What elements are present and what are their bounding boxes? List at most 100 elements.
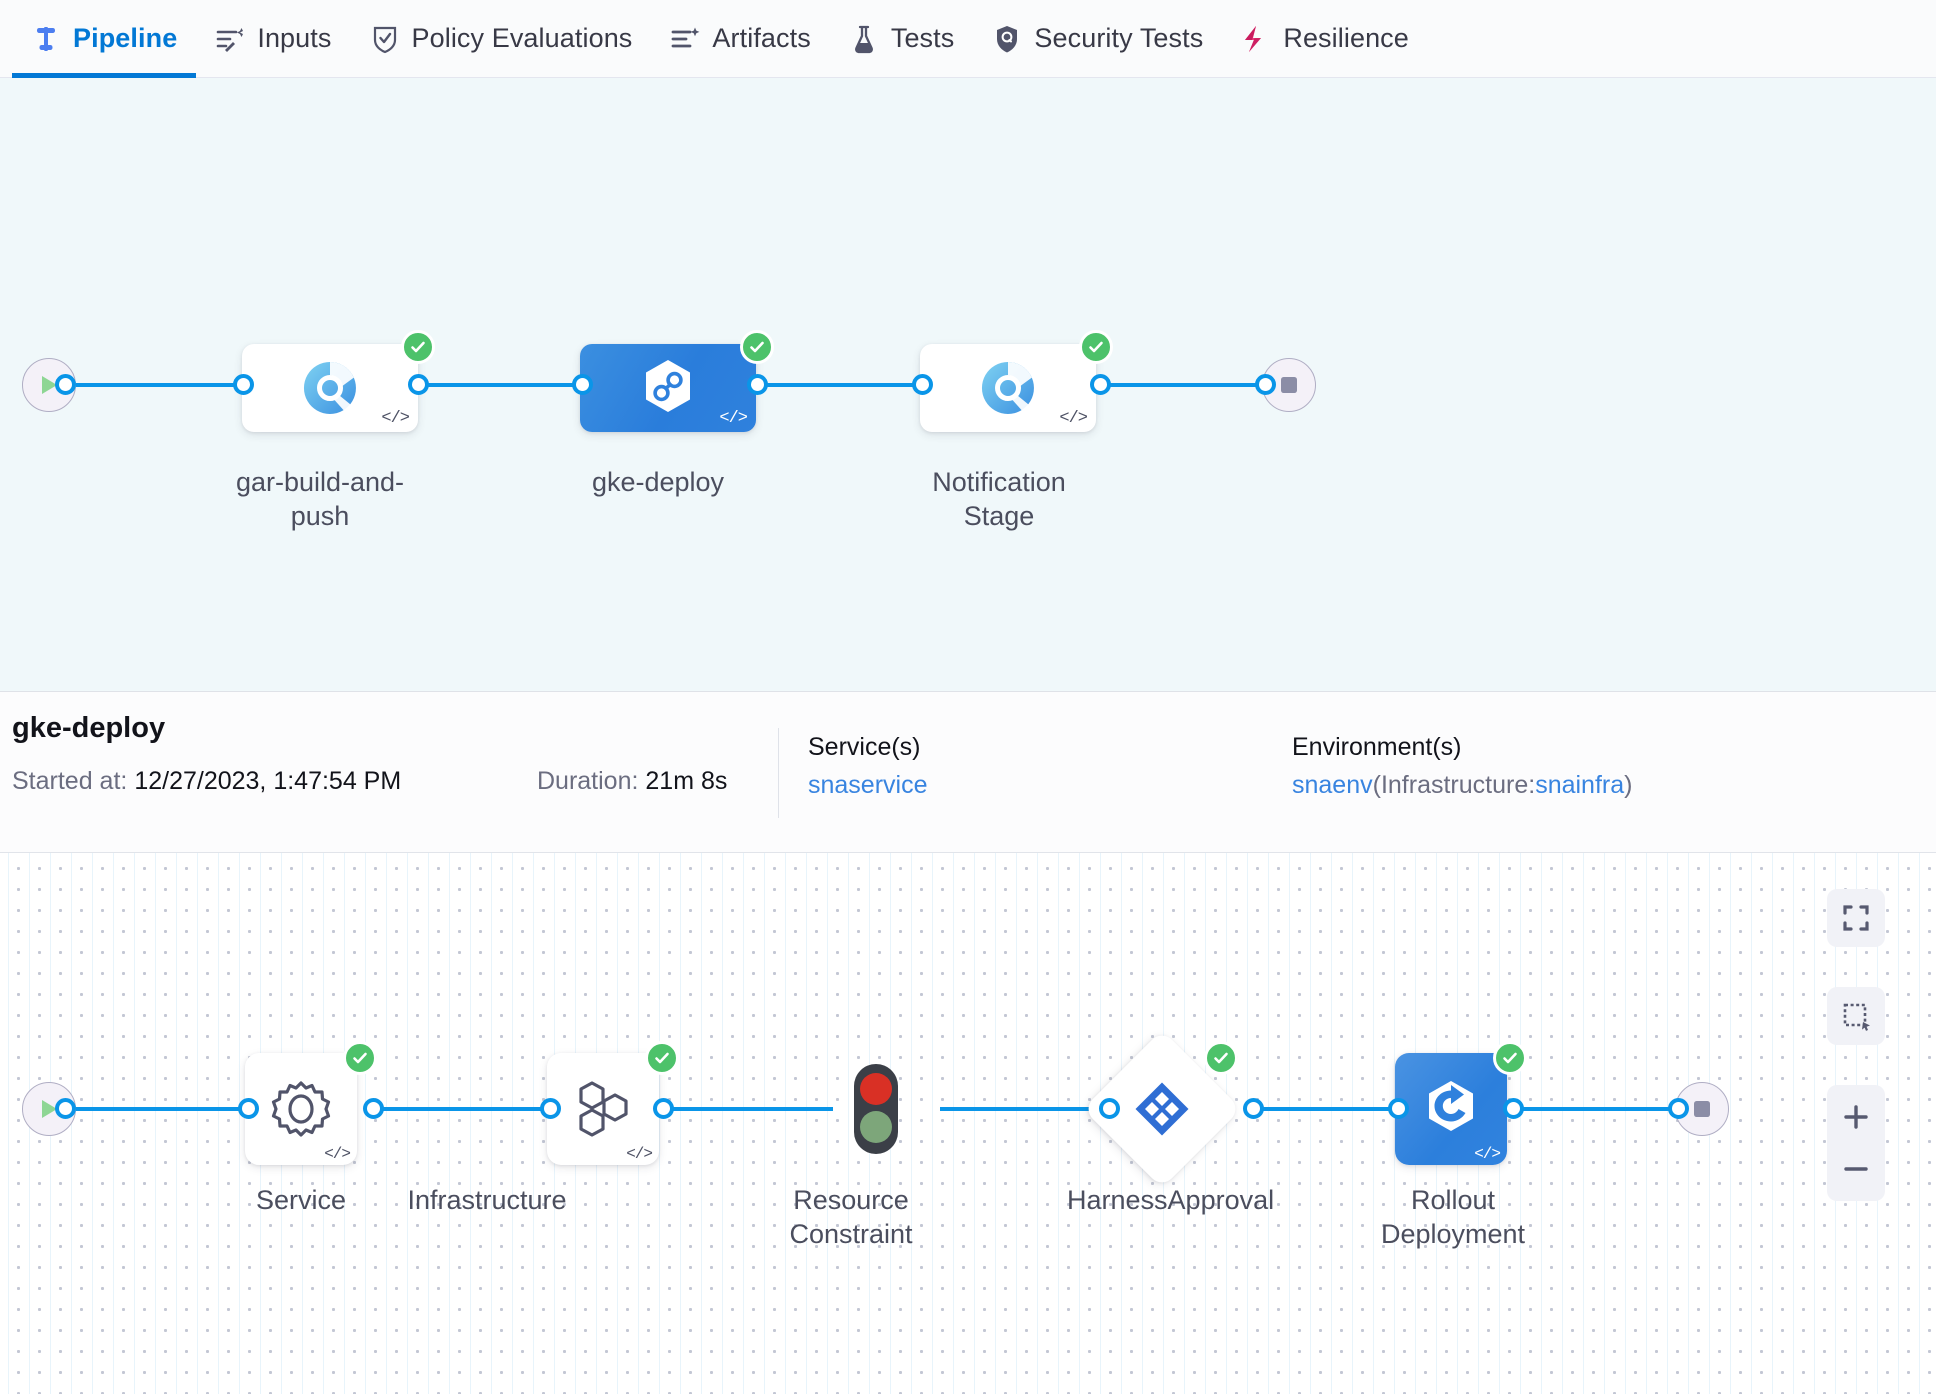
port-service-out [363,1098,384,1119]
tab-artifacts[interactable]: Artifacts [651,0,829,78]
yaml-code-icon: </> [1059,409,1088,428]
port-stage2-out [747,374,768,395]
step-status-success-infrastructure [645,1041,679,1075]
services-value: snaservice [808,771,928,800]
approval-icon [1135,1082,1189,1136]
connector-stage3-to-end [1098,383,1278,387]
play-icon [42,1100,57,1118]
zoom-out-button[interactable] [1827,1143,1885,1195]
tab-tests-label: Tests [890,23,955,53]
step-label-service: Service [255,1185,347,1215]
step-icon-harness-approval [1106,1053,1218,1165]
step-card-service[interactable]: </> [245,1053,357,1165]
yaml-code-icon: </> [719,409,748,428]
tab-inputs-label: Inputs [257,23,332,53]
gear-icon [271,1081,331,1137]
port-stage1-in [233,374,254,395]
infrastructure-link-snainfra[interactable]: snainfra [1535,771,1625,799]
started-at-value: 12/27/2023, 1:47:54 PM [134,767,402,795]
port-stage3-out [1090,374,1111,395]
services-column: Service(s) snaservice [808,733,928,800]
fit-to-screen-button[interactable] [1827,889,1885,947]
stage-status-success-1 [401,330,435,364]
rollout-icon [1429,1081,1473,1131]
step-status-success-harness-approval [1204,1041,1238,1075]
duration-label: Duration: [537,767,639,795]
pipeline-stage-graph[interactable]: </> gar-build-and-push </> gke-deploy [0,78,1936,692]
select-area-button[interactable] [1827,987,1885,1045]
yaml-code-icon: </> [381,409,410,428]
resilience-icon [1241,24,1271,54]
port-rollout-out [1503,1098,1524,1119]
connector-infrastructure-to-resource-constraint [660,1107,833,1111]
play-icon [42,376,57,394]
security-shield-icon [992,24,1022,54]
port-harness-approval-in [1099,1098,1120,1119]
step-icon-resource-constraint[interactable] [820,1053,932,1165]
port-stage1-out [408,374,429,395]
infrastructure-suffix: ) [1624,771,1633,799]
tab-security-tests-label: Security Tests [1034,23,1204,53]
tab-tests[interactable]: Tests [830,0,974,78]
port-rollout-in [1388,1098,1409,1119]
connector-rollout-to-end [1510,1107,1688,1111]
port-infrastructure-out [653,1098,674,1119]
connector-exec-start-to-service [62,1107,248,1111]
port-exec-end-in [1668,1098,1689,1119]
stage-label-gke-deploy: gke-deploy [591,467,725,497]
tab-artifacts-label: Artifacts [712,23,811,53]
stage-card-gke-deploy[interactable]: </> [580,344,756,432]
stage-card-gar-build-and-push[interactable]: </> [242,344,418,432]
stage-started-at: Started at: 12/27/2023, 1:47:54 PM [12,767,401,796]
stage-card-notification-stage[interactable]: </> [920,344,1096,432]
build-stage-icon [981,362,1034,414]
tab-resilience-label: Resilience [1283,23,1409,53]
zoom-in-button[interactable] [1827,1091,1885,1143]
service-link-snaservice[interactable]: snaservice [808,771,928,799]
stage-status-success-3 [1079,330,1113,364]
connector-service-to-infrastructure [370,1107,550,1111]
minus-icon [1844,1167,1868,1171]
traffic-light-icon [854,1064,898,1154]
stage-label-gar-build-and-push: gar-build-and-push [235,467,405,531]
environments-heading: Environment(s) [1292,733,1462,761]
pipeline-execution-tabbar: Pipeline Inputs Policy Evaluations [0,0,1936,78]
marquee-select-icon [1843,1003,1870,1031]
flask-icon [849,24,879,54]
stage-execution-graph[interactable]: </> Service </> Infrastructure Resource … [0,853,1936,1394]
services-heading: Service(s) [808,733,921,761]
step-label-rollout-deployment: Rollout Deployment [1380,1185,1526,1249]
port-end-in [1255,374,1276,395]
fullscreen-icon [1843,905,1869,931]
connector-start-to-stage1 [62,383,244,387]
environments-value: snaenv(Infrastructure:snainfra) [1292,771,1632,800]
connector-stage1-to-stage2 [405,383,583,387]
connector-resource-constraint-to-approval [940,1107,1105,1111]
yaml-code-icon: </> [1474,1145,1501,1163]
tab-resilience[interactable]: Resilience [1222,0,1428,78]
stop-icon [1694,1101,1710,1117]
tab-inputs[interactable]: Inputs [196,0,350,78]
yaml-code-icon: </> [626,1145,653,1163]
step-label-resource-constraint: Resource Constraint [789,1185,913,1249]
deploy-stage-icon [646,360,690,412]
stage-duration: Duration: 21m 8s [537,767,727,796]
tab-policy-evaluations[interactable]: Policy Evaluations [351,0,652,78]
zoom-controls [1827,1085,1885,1201]
step-label-infrastructure: Infrastructure [407,1185,567,1215]
hexagons-icon [579,1081,628,1137]
connector-stage2-to-stage3 [755,383,935,387]
yaml-code-icon: </> [324,1145,351,1163]
step-status-success-rollout-deployment [1493,1041,1527,1075]
details-divider-1 [778,728,779,818]
pipeline-icon [31,24,61,54]
build-stage-icon [303,362,356,414]
step-card-rollout-deployment[interactable]: </> [1395,1053,1507,1165]
environment-link-snaenv[interactable]: snaenv [1292,771,1373,799]
port-harness-approval-out [1243,1098,1264,1119]
step-card-infrastructure[interactable]: </> [547,1053,659,1165]
port-service-in [238,1098,259,1119]
tab-security-tests[interactable]: Security Tests [973,0,1222,78]
stage-details-bar: gke-deploy Started at: 12/27/2023, 1:47:… [0,692,1936,853]
tab-pipeline[interactable]: Pipeline [12,0,197,78]
